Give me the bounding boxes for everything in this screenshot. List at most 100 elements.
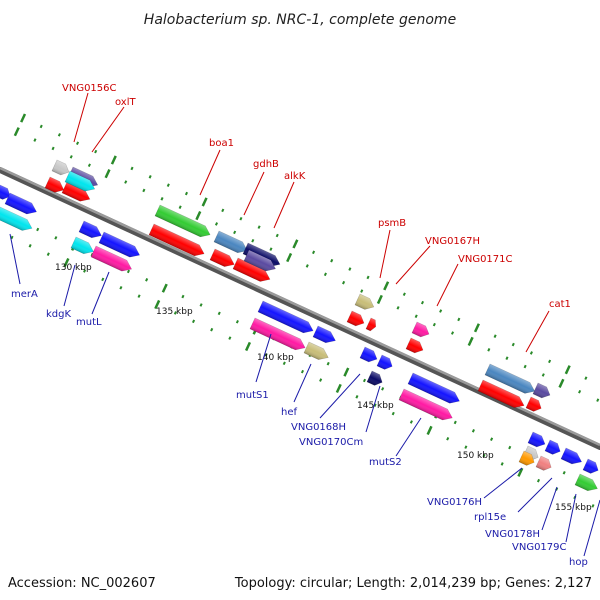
gene-label-VNG0171C[interactable]: VNG0171C — [458, 254, 513, 265]
gene-arrow[interactable] — [154, 204, 213, 240]
gene-arrow[interactable] — [411, 321, 432, 340]
gene-label-VNG0178H[interactable]: VNG0178H — [485, 529, 540, 540]
gene-arrow[interactable] — [0, 184, 13, 202]
gene-label-VNG0168H[interactable]: VNG0168H — [291, 422, 346, 433]
gene-label-VNG0167H[interactable]: VNG0167H — [425, 236, 480, 247]
gene-label-kdgK[interactable]: kdgK — [46, 309, 71, 320]
tick-mark — [453, 420, 457, 425]
gene-arrow-shade — [78, 221, 102, 238]
tick-mark — [126, 269, 131, 274]
gene-label-mutS2[interactable]: mutS2 — [369, 457, 402, 468]
gene-arrow[interactable] — [518, 450, 537, 468]
gene-arrow[interactable] — [407, 372, 462, 407]
tick-mark — [124, 180, 128, 184]
tick-mark — [282, 361, 286, 366]
gene-label-hop[interactable]: hop — [569, 557, 588, 568]
tick-mark — [355, 395, 359, 399]
gene-label-VNG0176H[interactable]: VNG0176H — [427, 497, 482, 508]
gene-arrow[interactable] — [574, 473, 600, 494]
gene-label-alkK[interactable]: alkK — [284, 171, 306, 182]
gene-arrow[interactable] — [560, 447, 584, 467]
tick-mark — [523, 364, 527, 369]
tick-mark — [343, 367, 350, 377]
gene-label-rpl15e[interactable]: rpl15e — [474, 512, 506, 523]
gene-label-VNG0179C[interactable]: VNG0179C — [512, 542, 567, 553]
gene-arrow[interactable] — [213, 230, 250, 256]
gene-arrow-shade — [359, 347, 378, 362]
tick-mark — [166, 183, 170, 187]
gene-arrow-shade — [518, 451, 535, 466]
tick-mark — [490, 437, 494, 441]
gene-arrow-shade — [544, 440, 561, 455]
gene-arrow[interactable] — [354, 293, 376, 312]
gene-label-cat1[interactable]: cat1 — [549, 299, 571, 310]
gene-label-psmB[interactable]: psmB — [378, 218, 406, 229]
gene-label-hef[interactable]: hef — [281, 407, 297, 418]
gene-arrow[interactable] — [209, 248, 237, 270]
tick-mark — [269, 247, 273, 251]
gene-arrow-shade — [560, 448, 582, 464]
gene-label-oxlT[interactable]: oxlT — [115, 97, 137, 108]
gene-label-gdhB[interactable]: gdhB — [253, 159, 279, 170]
gene-label-mutS1[interactable]: mutS1 — [236, 390, 269, 401]
tick-mark — [28, 244, 32, 248]
gene-arrow[interactable] — [98, 231, 142, 261]
gene-arrow[interactable] — [365, 317, 378, 332]
gene-arrow[interactable] — [0, 206, 34, 234]
tick-mark — [83, 269, 87, 273]
gene-arrow[interactable] — [78, 220, 104, 241]
gene-arrow[interactable] — [148, 223, 207, 259]
gene-arrow[interactable] — [44, 176, 66, 195]
gene-label-VNG0156C[interactable]: VNG0156C — [62, 83, 117, 94]
tick-mark — [235, 319, 239, 324]
gene-arrow-shade — [213, 231, 248, 253]
gene-arrow[interactable] — [477, 379, 527, 411]
gene-arrow[interactable] — [525, 396, 544, 414]
gene-arrow[interactable] — [398, 388, 455, 423]
gene-arrow[interactable] — [359, 346, 380, 365]
gene-label-VNG0170Cm[interactable]: VNG0170Cm — [299, 437, 363, 448]
tick-mark — [360, 289, 364, 293]
gene-arrow[interactable] — [4, 192, 39, 217]
gene-arrow[interactable] — [366, 370, 385, 388]
tick-mark — [446, 436, 450, 441]
gene-arrow[interactable] — [243, 249, 278, 274]
gene-arrow[interactable] — [64, 170, 97, 194]
gene-arrow[interactable] — [312, 325, 338, 346]
gene-arrow-shade — [354, 294, 374, 310]
gene-arrow-shade — [148, 224, 205, 256]
gene-arrow[interactable] — [90, 245, 134, 275]
gene-label-boa1[interactable]: boa1 — [209, 138, 234, 149]
gene-arrow[interactable] — [346, 310, 367, 329]
gene-arrow[interactable] — [582, 458, 600, 476]
gene-arrow[interactable] — [535, 455, 554, 473]
gene-arrow[interactable] — [249, 317, 308, 353]
tick-mark — [326, 361, 330, 366]
tick-mark — [199, 303, 203, 307]
gene-arrow[interactable] — [376, 354, 395, 372]
gene-arrow[interactable] — [70, 236, 96, 257]
tick-mark — [457, 317, 461, 322]
gene-label-mutL[interactable]: mutL — [76, 317, 102, 328]
gene-arrow-shade — [64, 171, 95, 192]
gene-arrow[interactable] — [484, 363, 537, 397]
tick-mark — [161, 283, 168, 293]
tick-mark — [228, 336, 232, 340]
tick-mark — [145, 278, 149, 282]
gene-arrow[interactable] — [51, 159, 72, 178]
gene-arrow[interactable] — [532, 382, 553, 401]
gene-arrow[interactable] — [405, 337, 426, 356]
gene-label-merA[interactable]: merA — [11, 289, 38, 300]
tick-mark — [217, 311, 221, 316]
gene-arrow[interactable] — [544, 439, 563, 457]
tick-mark — [426, 425, 433, 435]
gene-arrow[interactable] — [257, 300, 316, 336]
tick-mark — [596, 398, 600, 402]
gene-arrow-shade — [243, 250, 276, 271]
gene-arrow-shade — [98, 232, 140, 258]
gene-arrow[interactable] — [527, 431, 548, 450]
gene-arrow[interactable] — [303, 341, 331, 363]
tick-mark — [529, 351, 533, 355]
gene-arrow-shade — [484, 364, 535, 394]
tick-mark — [362, 378, 367, 383]
